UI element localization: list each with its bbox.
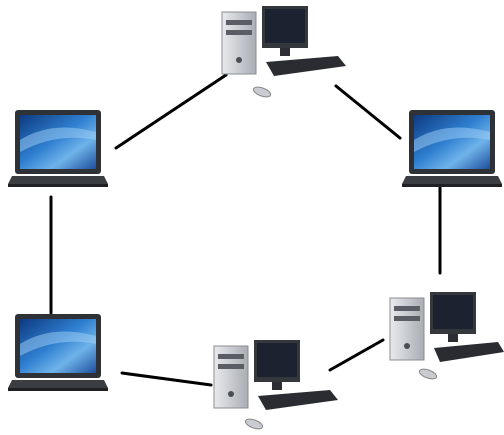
node-bottom-desktop — [213, 340, 338, 430]
link-bottom-desktop-bottom-left-laptop — [120, 371, 213, 387]
link-bottom-right-desktop-bottom-desktop — [328, 338, 385, 372]
laptop-icon — [402, 110, 502, 187]
link-left-laptop-top-desktop — [114, 73, 228, 150]
laptop-icon — [8, 314, 108, 391]
node-right-laptop — [402, 110, 502, 187]
desktop-computer-icon — [221, 6, 346, 98]
link-top-desktop-right-laptop — [334, 84, 402, 140]
node-top-desktop — [221, 6, 346, 98]
network-links — [49, 73, 442, 387]
node-left-laptop — [8, 110, 108, 187]
node-bottom-left-laptop — [8, 314, 108, 391]
desktop-computer-icon — [213, 340, 338, 430]
node-bottom-right-desktop — [389, 292, 504, 380]
desktop-computer-icon — [389, 292, 504, 380]
laptop-icon — [8, 110, 108, 187]
